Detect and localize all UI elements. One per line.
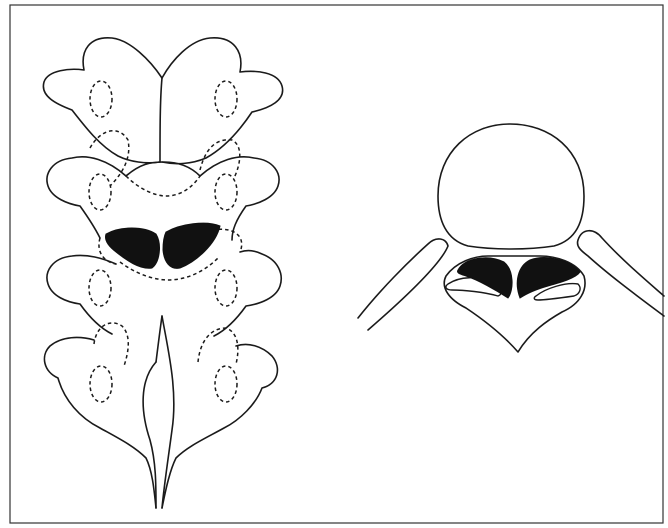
figure-canvas xyxy=(0,0,668,528)
